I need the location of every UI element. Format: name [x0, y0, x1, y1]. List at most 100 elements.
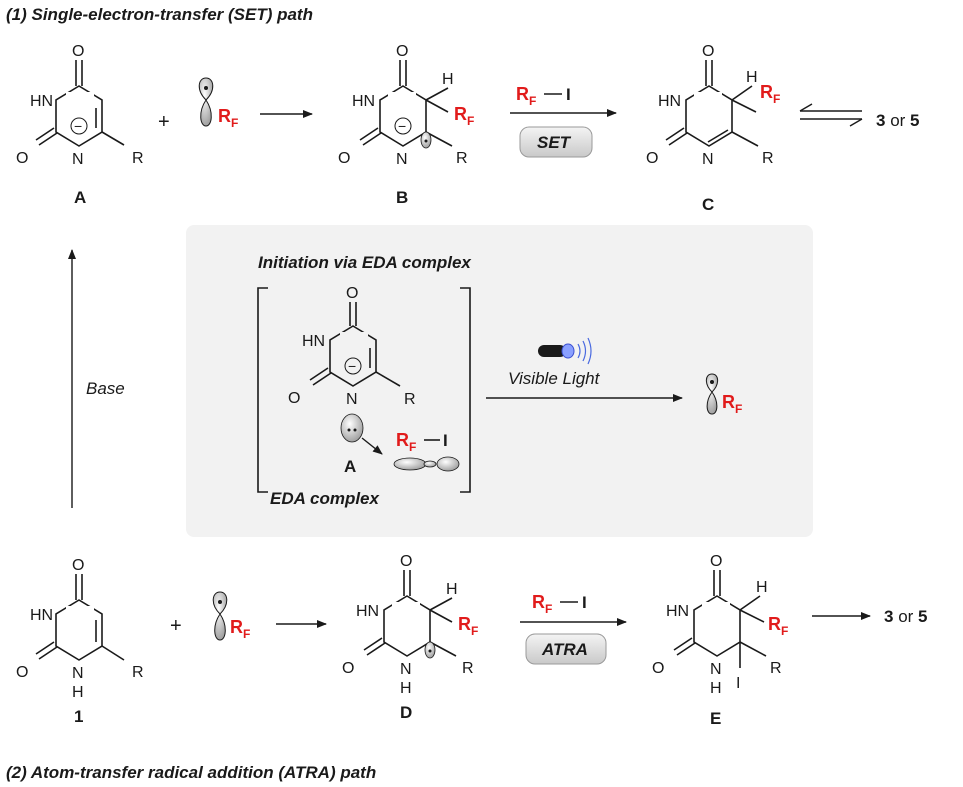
product-3-or-5-top: 3 or 5	[876, 111, 920, 130]
molecule-A: O HN O N − R	[16, 43, 144, 168]
svg-text:O: O	[400, 553, 412, 570]
product-3-or-5-bottom: 3 or 5	[884, 607, 928, 626]
svg-text:HN: HN	[658, 93, 681, 110]
svg-text:O: O	[646, 150, 658, 167]
svg-text:O: O	[338, 150, 350, 167]
svg-text:O: O	[342, 660, 354, 677]
set-badge	[519, 126, 593, 158]
bracket-left	[257, 287, 268, 493]
title-set-path: (1) Single-electron-transfer (SET) path	[6, 5, 313, 24]
svg-text:H: H	[710, 680, 722, 697]
svg-text:O: O	[702, 43, 714, 60]
rf-radical-orbital-icon-box	[705, 373, 719, 415]
svg-text:O: O	[16, 664, 28, 681]
svg-text:N: N	[72, 665, 84, 682]
svg-text:R: R	[456, 150, 468, 167]
svg-text:H: H	[400, 680, 412, 697]
svg-text:−: −	[74, 118, 82, 134]
svg-text:R: R	[462, 660, 474, 677]
svg-text:−: −	[348, 358, 356, 374]
lone-pair-orbital-icon	[340, 413, 364, 443]
label-B: B	[396, 188, 408, 207]
svg-text:O: O	[396, 43, 408, 60]
molecule-B: O HN H RF O N − R	[338, 43, 474, 168]
svg-text:HN: HN	[30, 607, 53, 624]
rf-label-E: RF	[768, 614, 788, 638]
svg-text:N: N	[400, 661, 412, 678]
rf-radical-orbital-icon-2	[212, 591, 228, 641]
light-source-icon	[538, 337, 592, 365]
svg-text:O: O	[72, 43, 84, 60]
visible-light-label: Visible Light	[508, 369, 601, 388]
svg-text:O: O	[346, 285, 358, 302]
svg-text:H: H	[72, 684, 84, 701]
rf-label-1: RF	[218, 106, 238, 130]
svg-text:O: O	[652, 660, 664, 677]
svg-text:HN: HN	[666, 603, 689, 620]
svg-text:R: R	[404, 391, 416, 408]
atra-badge-label: ATRA	[541, 640, 588, 659]
rf-label-box: RF	[722, 392, 742, 416]
svg-text:H: H	[746, 69, 758, 86]
rf-label-2: RF	[230, 617, 250, 641]
box-heading: Initiation via EDA complex	[258, 253, 472, 272]
svg-text:I: I	[736, 675, 740, 692]
atra-badge	[525, 633, 607, 665]
title-atra-path: (2) Atom-transfer radical addition (ATRA…	[6, 763, 376, 782]
label-D: D	[400, 703, 412, 722]
svg-text:H: H	[756, 579, 768, 596]
svg-text:H: H	[446, 581, 458, 598]
label-A-box: A	[344, 457, 356, 476]
label-1: 1	[74, 707, 83, 726]
arrow-lone-pair	[361, 437, 383, 455]
plus-sign-2: +	[170, 615, 182, 637]
molecule-1: O HN O N H R	[16, 557, 144, 701]
svg-text:N: N	[396, 151, 408, 168]
eda-panel	[186, 225, 813, 537]
eda-complex-label: EDA complex	[270, 489, 381, 508]
base-label: Base	[86, 379, 125, 398]
svg-text:I: I	[566, 85, 571, 104]
svg-text:R: R	[762, 150, 774, 167]
set-badge-label: SET	[537, 133, 572, 152]
molecule-E: O HN H RF O N H R I	[652, 553, 788, 697]
sigma-star-orbital-icon	[393, 456, 460, 472]
molecule-C: O HN H RF O N R	[646, 43, 780, 168]
svg-text:I: I	[582, 593, 587, 612]
rfi-reagent-1: RF	[516, 84, 536, 108]
rfi-reagent-2: RF	[532, 592, 552, 616]
svg-text:O: O	[710, 553, 722, 570]
svg-text:O: O	[16, 150, 28, 167]
svg-text:HN: HN	[352, 93, 375, 110]
svg-text:N: N	[346, 391, 358, 408]
rf-label-D: RF	[458, 614, 478, 638]
molecule-D: O HN H RF O N H R	[342, 553, 478, 697]
svg-text:I: I	[443, 431, 448, 450]
svg-text:R: R	[770, 660, 782, 677]
svg-text:HN: HN	[356, 603, 379, 620]
label-A: A	[74, 188, 86, 207]
svg-text:N: N	[72, 151, 84, 168]
molecule-A-box: O HN O N − R	[288, 285, 416, 443]
svg-text:−: −	[398, 118, 406, 134]
svg-text:HN: HN	[302, 333, 325, 350]
equilibrium-arrow	[799, 103, 863, 127]
svg-text:N: N	[710, 661, 722, 678]
svg-text:R: R	[132, 664, 144, 681]
plus-sign: +	[158, 111, 170, 133]
svg-text:R: R	[132, 150, 144, 167]
svg-text:HN: HN	[30, 93, 53, 110]
svg-text:H: H	[442, 71, 454, 88]
svg-text:O: O	[288, 390, 300, 407]
svg-text:O: O	[72, 557, 84, 574]
label-E: E	[710, 709, 721, 728]
rfi-reagent-box: RF	[396, 430, 416, 454]
label-C: C	[702, 195, 714, 214]
bracket-right	[460, 287, 471, 493]
svg-text:N: N	[702, 151, 714, 168]
rf-label-B: RF	[454, 104, 474, 128]
rf-radical-orbital-icon	[198, 77, 214, 127]
rf-label-C: RF	[760, 82, 780, 106]
